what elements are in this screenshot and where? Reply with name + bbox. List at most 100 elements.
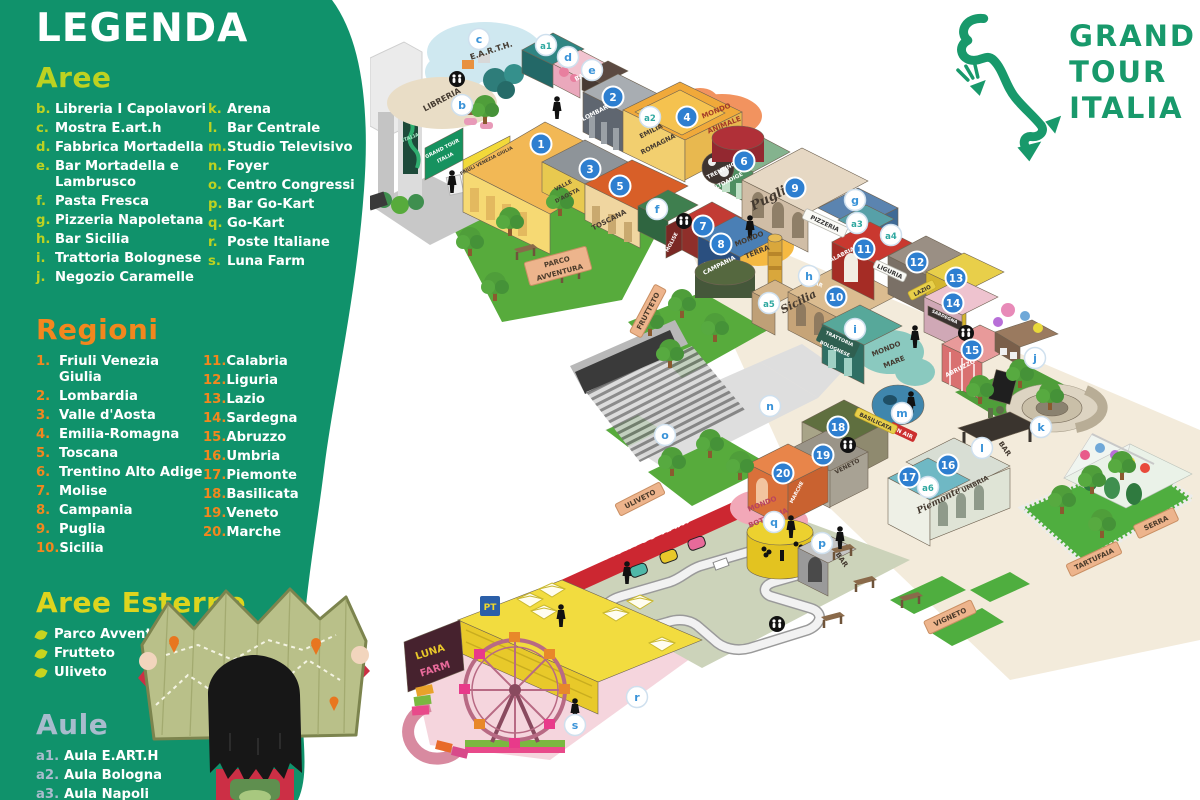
svg-text:15: 15 xyxy=(965,345,980,357)
map-marker: 15 xyxy=(960,338,984,362)
luna-farm-coaster xyxy=(402,684,469,765)
map-marker: b xyxy=(450,93,474,117)
svg-text:3: 3 xyxy=(586,164,593,176)
leaf-icon xyxy=(34,666,48,680)
map-marker: 3 xyxy=(578,157,602,181)
legend-item-region: 19. Veneto xyxy=(203,506,279,521)
map-marker: k xyxy=(1029,415,1053,439)
legend-item-region: 11. Calabria xyxy=(203,354,288,369)
leaf-icon xyxy=(34,628,48,642)
legend-item-area: m. Studio Televisivo xyxy=(208,140,353,155)
legend-item-area: p. Bar Go-Kart xyxy=(208,197,315,212)
svg-text:12: 12 xyxy=(910,257,925,269)
pista-go-kart-wall xyxy=(548,498,750,602)
svg-text:7: 7 xyxy=(699,221,706,233)
svg-text:ITALIA: ITALIA xyxy=(401,132,420,144)
map-marker: 1 xyxy=(529,132,553,156)
serra-greenhouse xyxy=(1063,433,1193,509)
mostra-earth xyxy=(462,54,524,99)
pt-sign xyxy=(480,596,500,616)
restrooms-icon xyxy=(676,213,692,229)
map-marker: i xyxy=(843,317,867,341)
svg-text:m: m xyxy=(896,407,907,420)
area-signboard: ULIVETO xyxy=(614,482,666,516)
regioni-list: 1. Friuli Venezia Giulia 2. Lombardia 3.… xyxy=(36,354,356,560)
ferris-wheel xyxy=(459,632,570,753)
aule-heading: Aule xyxy=(36,708,109,741)
map-marker: d xyxy=(556,45,580,69)
svg-text:q: q xyxy=(770,516,778,529)
go-karts xyxy=(629,535,706,578)
svg-text:r: r xyxy=(634,691,640,704)
map-marker: r xyxy=(625,685,649,709)
svg-text:a4: a4 xyxy=(885,232,897,242)
park-map: PARCO AVVENTURA FRUTTETO ULIVETO VIGNETO… xyxy=(366,0,1200,800)
legend-item-area: i. Trattoria Bolognese xyxy=(36,251,202,266)
svg-text:h: h xyxy=(805,270,813,283)
legend-item-area: o. Centro Congressi xyxy=(208,178,355,193)
svg-text:g: g xyxy=(851,194,859,207)
legend-item-region: 5. Toscana xyxy=(36,446,119,461)
logo-line-tour: TOUR xyxy=(1069,55,1168,89)
map-marker: 12 xyxy=(905,250,929,274)
aule-list: a1. Aula E.ART.H a2. Aula Bologna a3. Au… xyxy=(36,749,216,800)
map-marker: s xyxy=(563,713,587,737)
map-marker: 14 xyxy=(941,291,965,315)
restrooms-icon xyxy=(769,616,785,632)
legend-item-region: 18. Basilicata xyxy=(203,487,299,502)
legend-item-region: 7. Molise xyxy=(36,484,108,499)
svg-text:2: 2 xyxy=(609,92,616,104)
map-sign: PT xyxy=(484,603,498,613)
legend-item-region: 4. Emilia-Romagna xyxy=(36,427,180,442)
map-marker: e xyxy=(580,58,604,82)
luna-farm-wall xyxy=(403,619,465,693)
svg-text:k: k xyxy=(1037,421,1045,434)
legend-item-area: c. Mostra E.art.h xyxy=(36,121,162,136)
restrooms-icon xyxy=(840,437,856,453)
svg-text:10: 10 xyxy=(829,292,844,304)
map-marker: 5 xyxy=(608,174,632,198)
svg-text:13: 13 xyxy=(949,273,964,285)
legend-item-area: q. Go-Kart xyxy=(208,216,285,231)
legend-item-area: b. Libreria I Capolavori xyxy=(36,102,206,117)
svg-text:j: j xyxy=(1032,352,1037,365)
svg-text:l: l xyxy=(980,442,984,455)
vigneto-row xyxy=(930,608,1004,646)
aree-list: b. Libreria I Capolavori c. Mostra E.art… xyxy=(36,102,356,289)
svg-text:9: 9 xyxy=(791,183,798,195)
svg-text:4: 4 xyxy=(683,112,690,124)
italy-outline-icon xyxy=(956,14,1062,162)
svg-text:a2: a2 xyxy=(644,114,656,124)
girl-hair xyxy=(208,655,302,783)
backpack-pocket xyxy=(239,790,271,800)
map-marker: 17 xyxy=(897,465,921,489)
map-marker: a2 xyxy=(638,105,662,129)
svg-text:17: 17 xyxy=(902,472,917,484)
legend-item-esterna: Frutteto xyxy=(34,646,188,662)
map-sign: BAR xyxy=(809,279,824,290)
svg-text:6: 6 xyxy=(740,156,747,168)
legend-item-aula: a1. Aula E.ART.H xyxy=(36,749,159,764)
svg-text:n: n xyxy=(766,400,774,413)
map-marker: h xyxy=(797,264,821,288)
legend-item-area: e. Bar Mortadella e Lambrusco xyxy=(36,159,179,190)
legend-item-area: n. Foyer xyxy=(208,159,269,174)
logo-line-grand: GRAND xyxy=(1069,19,1196,53)
restrooms-icon xyxy=(449,71,465,87)
svg-text:e: e xyxy=(588,64,595,77)
legend-item-area: h. Bar Sicilia xyxy=(36,232,130,247)
svg-text:a1: a1 xyxy=(540,42,552,52)
map-marker: 18 xyxy=(826,415,850,439)
legend-item-region: 3. Valle d'Aosta xyxy=(36,408,156,423)
svg-text:s: s xyxy=(572,719,579,732)
map-marker: 11 xyxy=(852,237,876,261)
map-marker: 19 xyxy=(811,443,835,467)
legend-item-esterna: Uliveto xyxy=(34,665,188,681)
legend-item-region: 1. Friuli Venezia Giulia xyxy=(36,354,160,385)
map-marker: 9 xyxy=(783,176,807,200)
legend-item-region: 2. Lombardia xyxy=(36,389,138,404)
legend-item-aula: a2. Aula Bologna xyxy=(36,768,163,783)
svg-text:a6: a6 xyxy=(922,484,934,494)
svg-text:p: p xyxy=(818,537,826,550)
svg-text:14: 14 xyxy=(946,298,961,310)
